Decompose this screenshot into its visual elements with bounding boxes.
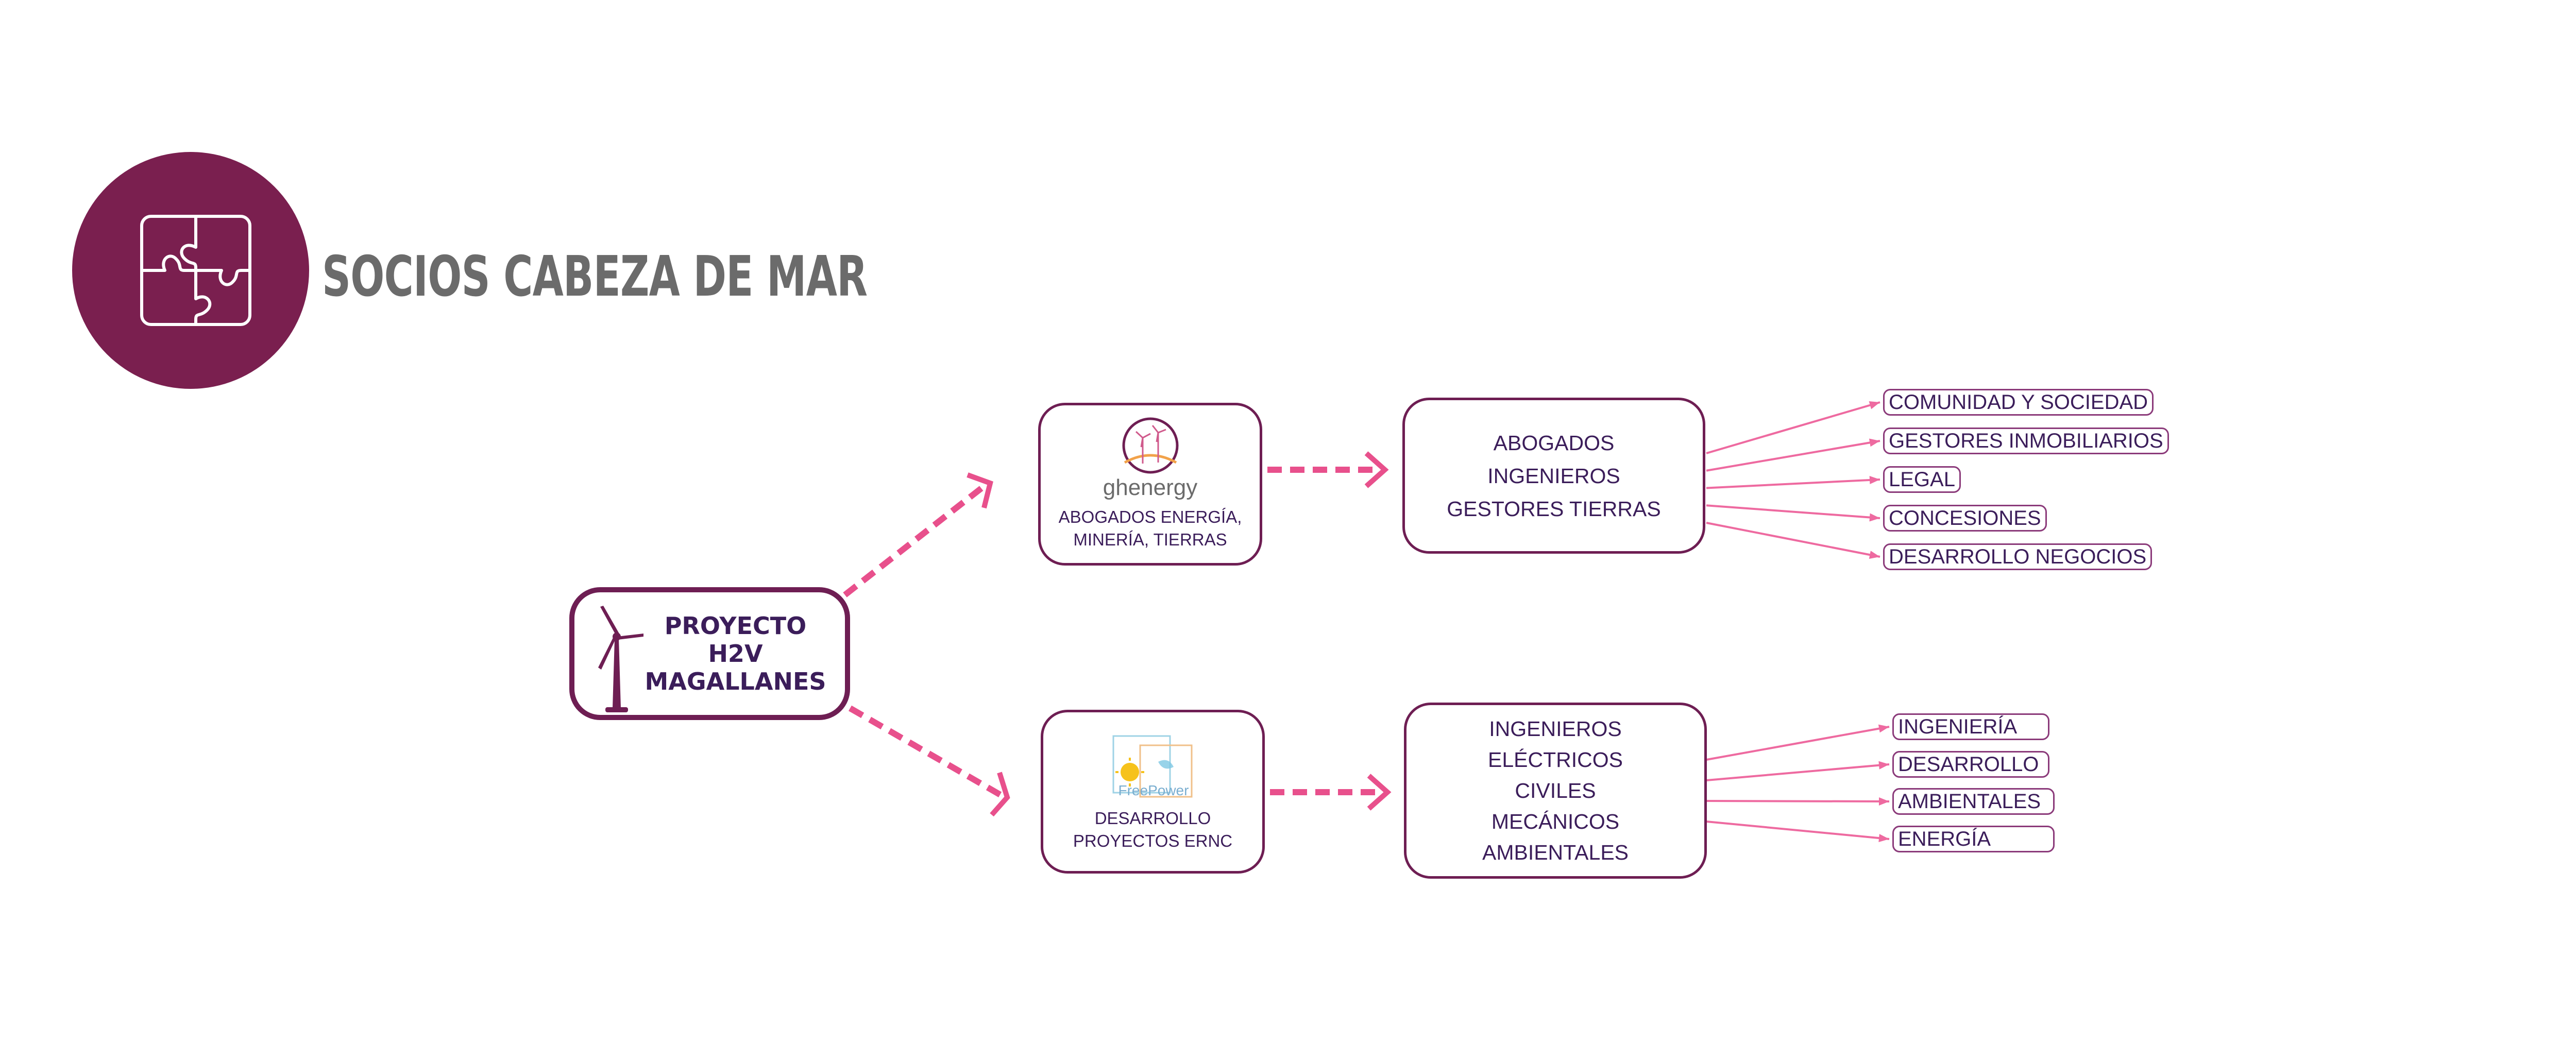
puzzle-icon <box>140 215 251 326</box>
area-a-connector <box>1706 401 1880 454</box>
partner-node-freepower: FreePower DESARROLLO PROYECTOS ERNC <box>1041 710 1265 874</box>
roles-b-item: INGENIEROS <box>1489 717 1622 741</box>
dashed-arrow-main-to-partner-b <box>849 705 1004 799</box>
area-b-connector <box>1706 763 1890 781</box>
area-b-connector <box>1706 726 1890 761</box>
main-node-line-1: PROYECTO <box>664 612 807 640</box>
area-tag-b: INGENIERÍA <box>1892 713 2049 740</box>
arrowhead-roles-b <box>1367 774 1392 811</box>
roles-b-item: CIVILES <box>1515 779 1596 802</box>
roles-b-item: MECÁNICOS <box>1491 810 1620 833</box>
page-title: SOCIOS CABEZA DE MAR <box>322 245 868 309</box>
area-a-connector <box>1706 478 1880 489</box>
roles-a-item: INGENIEROS <box>1487 464 1620 488</box>
area-tag-a: COMUNIDAD Y SOCIEDAD <box>1883 389 2154 416</box>
roles-node-a: ABOGADOS INGENIEROS GESTORES TIERRAS <box>1402 398 1705 554</box>
ghenergy-logo <box>1122 417 1178 474</box>
area-b-arrowhead <box>1878 797 1889 806</box>
area-a-arrowhead <box>1869 551 1880 559</box>
main-node-label: PROYECTO H2V MAGALLANES <box>645 612 826 695</box>
partner-a-description-1: ABOGADOS ENERGÍA, <box>1058 507 1242 526</box>
roles-a-item: GESTORES TIERRAS <box>1447 497 1661 521</box>
connectors-roles-b-to-areas <box>1706 724 1890 843</box>
area-tag-a: DESARROLLO NEGOCIOS <box>1883 543 2153 570</box>
roles-b-item: AMBIENTALES <box>1482 841 1629 864</box>
area-b-arrowhead <box>1878 834 1889 843</box>
area-b-connector <box>1706 820 1890 840</box>
partner-a-brand: ghenergy <box>1103 475 1198 500</box>
area-a-arrowhead <box>1869 475 1880 484</box>
roles-node-b: INGENIEROS ELÉCTRICOS CIVILES MECÁNICOS … <box>1404 703 1707 879</box>
area-tag-b: AMBIENTALES <box>1892 788 2055 815</box>
connectors-roles-a-to-areas <box>1706 401 1880 559</box>
freepower-logo: FreePower <box>1109 731 1197 803</box>
wind-turbine-icon <box>598 606 643 712</box>
area-a-connector <box>1706 440 1880 472</box>
dashed-arrow-main-to-partner-a <box>843 482 989 597</box>
partner-b-brand: FreePower <box>1118 782 1189 798</box>
area-a-connector <box>1706 522 1880 558</box>
roles-b-item: ELÉCTRICOS <box>1488 748 1623 772</box>
area-a-arrowhead <box>1869 401 1880 409</box>
roles-a-item: ABOGADOS <box>1493 431 1615 455</box>
area-tag-a: LEGAL <box>1883 466 1961 493</box>
area-tag-a: CONCESIONES <box>1883 505 2047 532</box>
area-a-arrowhead <box>1869 513 1880 522</box>
main-node-line-3: MAGALLANES <box>645 668 826 695</box>
area-b-arrowhead <box>1878 761 1889 770</box>
partner-b-description-1: DESARROLLO <box>1094 809 1211 828</box>
area-tag-b: DESARROLLO <box>1892 751 2049 778</box>
area-b-arrowhead <box>1878 724 1889 733</box>
area-tag-a: GESTORES INMOBILIARIOS <box>1883 428 2169 454</box>
arrowhead-partner-b <box>990 772 1010 817</box>
area-a-arrowhead <box>1869 438 1880 447</box>
main-project-node: PROYECTO H2V MAGALLANES <box>569 587 850 720</box>
partner-a-description-2: MINERÍA, TIERRAS <box>1073 530 1227 549</box>
area-tag-b: ENERGÍA <box>1892 826 2055 852</box>
partner-b-description-2: PROYECTOS ERNC <box>1073 831 1233 850</box>
arrowhead-roles-a <box>1364 451 1389 488</box>
main-node-line-2: H2V <box>708 640 763 668</box>
arrowhead-partner-a <box>967 472 993 509</box>
partner-node-ghenergy: ghenergy ABOGADOS ENERGÍA, MINERÍA, TIER… <box>1038 403 1262 566</box>
area-a-connector <box>1706 504 1880 519</box>
header-badge <box>72 152 309 389</box>
